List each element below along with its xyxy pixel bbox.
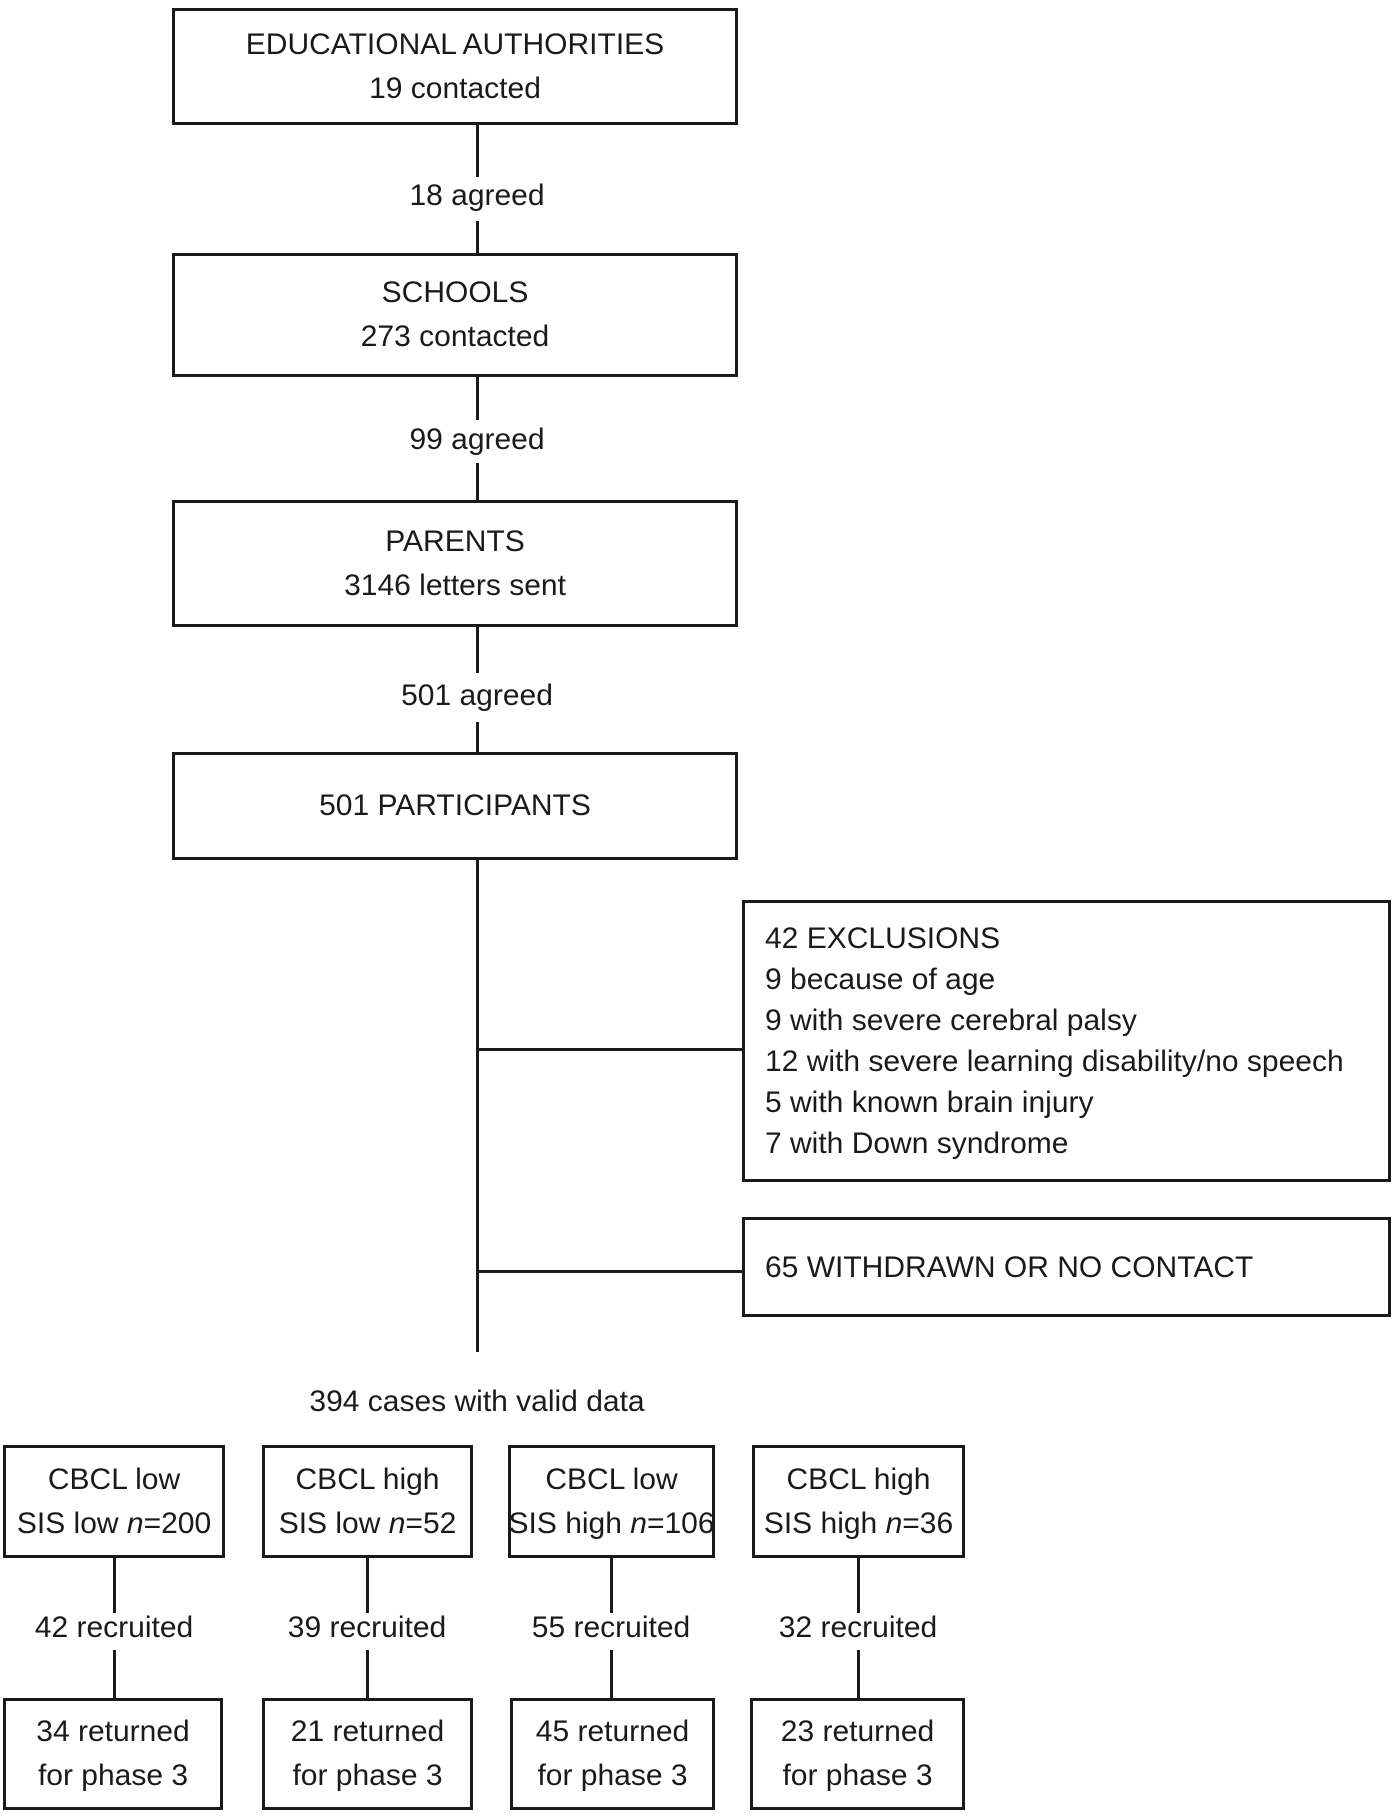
returned-count: 45 returned <box>535 1715 690 1748</box>
edge-label-501-agreed: 501 agreed <box>401 679 553 712</box>
group-box-cbcl-high-sis-low: CBCL high SIS low n=52 <box>262 1445 473 1558</box>
group3-stub-upper <box>610 1558 613 1613</box>
group1-stub-upper <box>113 1558 116 1613</box>
group-sis-label: SIS low <box>278 1506 389 1540</box>
group-box-cbcl-low-sis-low: CBCL low SIS low n=200 <box>3 1445 225 1558</box>
connector-schools-up <box>476 221 479 253</box>
educational-authorities-title: EDUCATIONAL AUTHORITIES <box>245 27 665 61</box>
exclusions-item-learning-disability: 12 with severe learning disability/no sp… <box>765 1045 1344 1078</box>
group1-recruited-label: 42 recruited <box>34 1611 194 1644</box>
group1-stub-lower <box>113 1650 116 1698</box>
connector-parents-down <box>476 627 479 673</box>
exclusions-item-brain-injury: 5 with known brain injury <box>765 1086 1094 1119</box>
connector-participants-up <box>476 722 479 752</box>
group1-returned-box: 34 returned for phase 3 <box>3 1698 223 1810</box>
returned-phase: for phase 3 <box>537 1759 688 1792</box>
returned-phase: for phase 3 <box>37 1759 189 1792</box>
group-line2: SIS high n=106 <box>509 1502 715 1546</box>
group-line1: CBCL low <box>47 1462 181 1496</box>
exclusions-title: 42 EXCLUSIONS <box>765 922 1001 955</box>
returned-phase: for phase 3 <box>782 1759 933 1792</box>
parents-title: PARENTS <box>385 524 525 558</box>
group2-recruited-label: 39 recruited <box>287 1611 447 1644</box>
group-line1: CBCL high <box>295 1462 440 1496</box>
group-n-symbol: n <box>885 1506 903 1540</box>
group4-stub-lower <box>857 1650 860 1698</box>
educational-authorities-count: 19 contacted <box>369 71 541 105</box>
group-line1: CBCL high <box>786 1462 931 1496</box>
returned-count: 21 returned <box>290 1715 445 1748</box>
group2-stub-lower <box>366 1650 369 1698</box>
group4-recruited-label: 32 recruited <box>778 1611 938 1644</box>
group-sis-label: SIS low <box>16 1506 127 1540</box>
group-box-cbcl-high-sis-high: CBCL high SIS high n=36 <box>752 1445 965 1558</box>
connector-authorities-down <box>476 125 479 177</box>
edge-label-99-agreed: 99 agreed <box>409 423 545 456</box>
branch-to-exclusions <box>477 1048 742 1051</box>
withdrawn-box: 65 WITHDRAWN OR NO CONTACT <box>742 1217 1391 1317</box>
group-n-value: =52 <box>405 1506 457 1540</box>
main-flow-line <box>476 860 479 1352</box>
schools-box: SCHOOLS 273 contacted <box>172 253 738 377</box>
group2-stub-upper <box>366 1558 369 1613</box>
branch-to-withdrawn <box>477 1270 742 1273</box>
group-sis-label: SIS high <box>508 1506 631 1540</box>
group-n-value: =106 <box>646 1506 715 1540</box>
connector-parents-up <box>476 463 479 500</box>
group-sis-label: SIS high <box>763 1506 886 1540</box>
group-line2: SIS low n=200 <box>17 1502 211 1546</box>
exclusions-item-age: 9 because of age <box>765 963 996 996</box>
group-n-symbol: n <box>126 1506 144 1540</box>
connector-schools-down <box>476 377 479 420</box>
schools-count: 273 contacted <box>360 320 550 353</box>
returned-count: 34 returned <box>36 1715 190 1748</box>
group-n-symbol: n <box>630 1506 647 1540</box>
educational-authorities-box: EDUCATIONAL AUTHORITIES 19 contacted <box>172 8 738 125</box>
group-n-value: =36 <box>902 1506 954 1540</box>
valid-cases-label: 394 cases with valid data <box>309 1385 645 1418</box>
parents-box: PARENTS 3146 letters sent <box>172 500 738 627</box>
exclusions-item-cerebral-palsy: 9 with severe cerebral palsy <box>765 1004 1137 1037</box>
group-line1: CBCL low <box>545 1462 678 1496</box>
group-line2: SIS low n=52 <box>279 1502 457 1546</box>
group-n-symbol: n <box>388 1506 406 1540</box>
group-line2: SIS high n=36 <box>764 1502 953 1546</box>
participants-title: 501 PARTICIPANTS <box>319 789 591 822</box>
schools-title: SCHOOLS <box>381 276 529 309</box>
withdrawn-title: 65 WITHDRAWN OR NO CONTACT <box>765 1250 1254 1284</box>
group-box-cbcl-low-sis-high: CBCL low SIS high n=106 <box>508 1445 715 1558</box>
exclusions-item-down-syndrome: 7 with Down syndrome <box>765 1127 1069 1160</box>
group4-returned-box: 23 returned for phase 3 <box>750 1698 965 1810</box>
edge-label-18-agreed: 18 agreed <box>409 179 545 212</box>
returned-phase: for phase 3 <box>292 1759 443 1792</box>
group3-returned-box: 45 returned for phase 3 <box>510 1698 715 1810</box>
participants-box: 501 PARTICIPANTS <box>172 752 738 860</box>
returned-count: 23 returned <box>780 1715 935 1748</box>
parents-count: 3146 letters sent <box>344 568 566 602</box>
group2-returned-box: 21 returned for phase 3 <box>262 1698 473 1810</box>
group3-recruited-label: 55 recruited <box>531 1611 691 1644</box>
group4-stub-upper <box>857 1558 860 1613</box>
exclusions-box: 42 EXCLUSIONS 9 because of age 9 with se… <box>742 900 1391 1182</box>
group-n-value: =200 <box>143 1506 212 1540</box>
group3-stub-lower <box>610 1650 613 1698</box>
